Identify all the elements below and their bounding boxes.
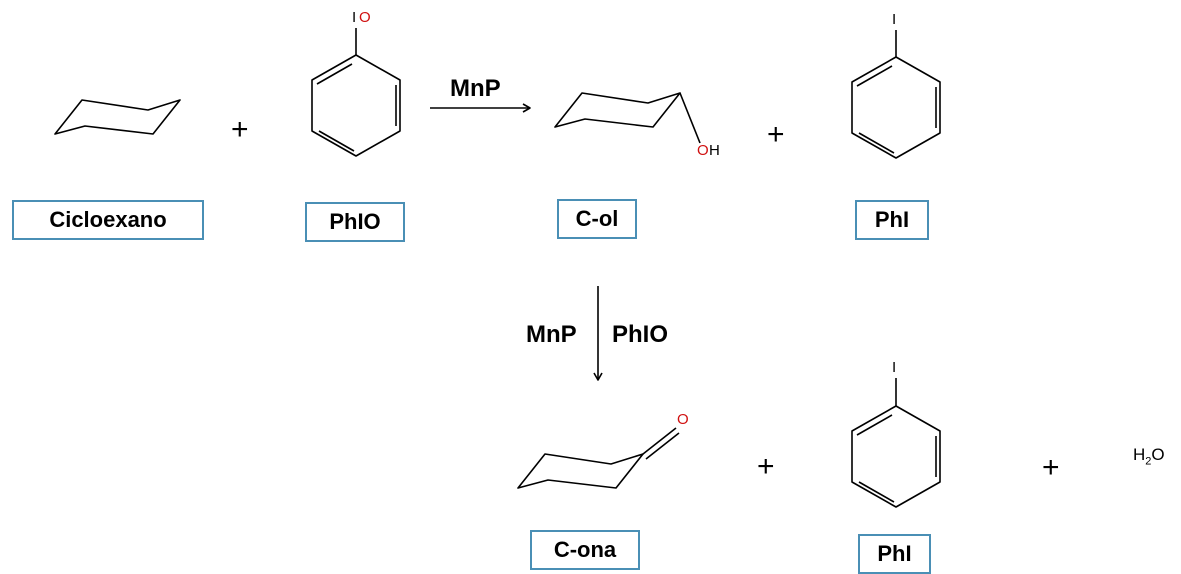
hydroxyl-hydrogen-atom: H: [709, 142, 720, 159]
phio-oxygen-atom: O: [359, 9, 371, 26]
reaction-arrow-2: [593, 286, 603, 381]
water-formula: H2O: [1133, 446, 1165, 470]
cyclohexanone-ring: [517, 427, 680, 489]
phio-benzene-ring: [311, 28, 401, 157]
label-cyclohexane: Cicloexano: [12, 200, 204, 240]
label-phi-top: PhI: [855, 200, 929, 240]
hydroxyl-oxygen-atom: O: [697, 142, 709, 159]
phi-bottom-iodine-atom: I: [892, 359, 897, 376]
plus-sign: +: [231, 113, 249, 146]
reaction-arrow-1: [430, 103, 531, 113]
water-subscript: 2: [1145, 455, 1152, 468]
cyclohexane-ring: [54, 99, 181, 135]
plus-sign: +: [757, 450, 775, 483]
plus-sign: +: [767, 118, 785, 151]
cyclohexanol-ring: [554, 92, 701, 144]
label-c-ona: C-ona: [530, 530, 640, 570]
phi-top-benzene-ring: [851, 30, 941, 159]
label-phi-bottom: PhI: [858, 534, 931, 574]
plus-sign: +: [1042, 451, 1060, 484]
reagent-mnp-step1: MnP: [450, 75, 501, 102]
phi-bottom-benzene-ring: [851, 378, 941, 508]
reagent-mnp-step2: MnP: [526, 321, 577, 348]
phi-top-iodine-atom: I: [892, 11, 897, 28]
phio-iodine-atom: I: [352, 9, 357, 26]
ketone-oxygen-atom: O: [677, 411, 689, 428]
label-c-ol: C-ol: [557, 199, 637, 239]
water-hydrogen: H: [1133, 445, 1146, 464]
water-oxygen: O: [1151, 445, 1165, 464]
label-phio: PhIO: [305, 202, 405, 242]
reagent-phio-step2: PhIO: [612, 321, 669, 348]
